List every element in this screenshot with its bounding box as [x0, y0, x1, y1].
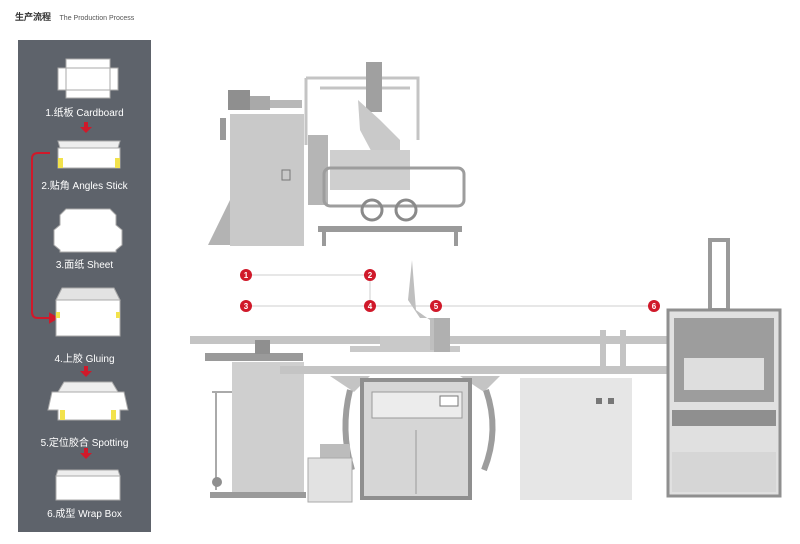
marker-2: 2 — [364, 269, 376, 281]
cardboard-icon — [57, 58, 119, 99]
down-arrow-icon — [80, 366, 92, 377]
header-title-zh: 生产流程 — [15, 12, 52, 22]
marker-1: 1 — [240, 269, 252, 281]
step-6-label: 6.成型 Wrap Box — [47, 509, 122, 520]
down-arrow-icon — [80, 122, 92, 133]
sheet-icon — [53, 208, 123, 253]
step-5-label: 5.定位胶合 Spotting — [40, 438, 129, 449]
marker-5: 5 — [430, 300, 442, 312]
production-line — [190, 238, 782, 503]
header-title-en: The Production Process — [59, 15, 135, 22]
svg-text:6: 6 — [652, 302, 657, 311]
svg-text:1: 1 — [244, 271, 249, 280]
step-3-label: 3.面纸 Sheet — [55, 260, 114, 271]
return-arrow-icon — [31, 152, 60, 324]
marker-lines — [246, 274, 654, 307]
svg-text:2: 2 — [368, 271, 373, 280]
svg-text:3: 3 — [244, 302, 249, 311]
gluing-box-icon — [55, 287, 121, 337]
step-2-label: 2.贴角 Angles Stick — [41, 181, 128, 192]
marker-4: 4 — [364, 300, 376, 312]
spotting-box-icon — [47, 381, 129, 421]
angle-box-icon — [57, 140, 121, 169]
feeder-machine — [208, 62, 466, 246]
svg-text:5: 5 — [434, 302, 439, 311]
page-header: 生产流程 The Production Process — [15, 10, 134, 23]
step-4-label: 4.上胶 Gluing — [54, 354, 115, 365]
down-arrow-icon — [80, 448, 92, 459]
marker-6: 6 — [648, 300, 660, 312]
marker-3: 3 — [240, 300, 252, 312]
markers: 1 2 3 4 5 6 — [240, 269, 660, 312]
svg-text:4: 4 — [368, 302, 373, 311]
step-1-label: 1.纸板 Cardboard — [45, 108, 124, 119]
wrap-box-icon — [55, 469, 121, 501]
